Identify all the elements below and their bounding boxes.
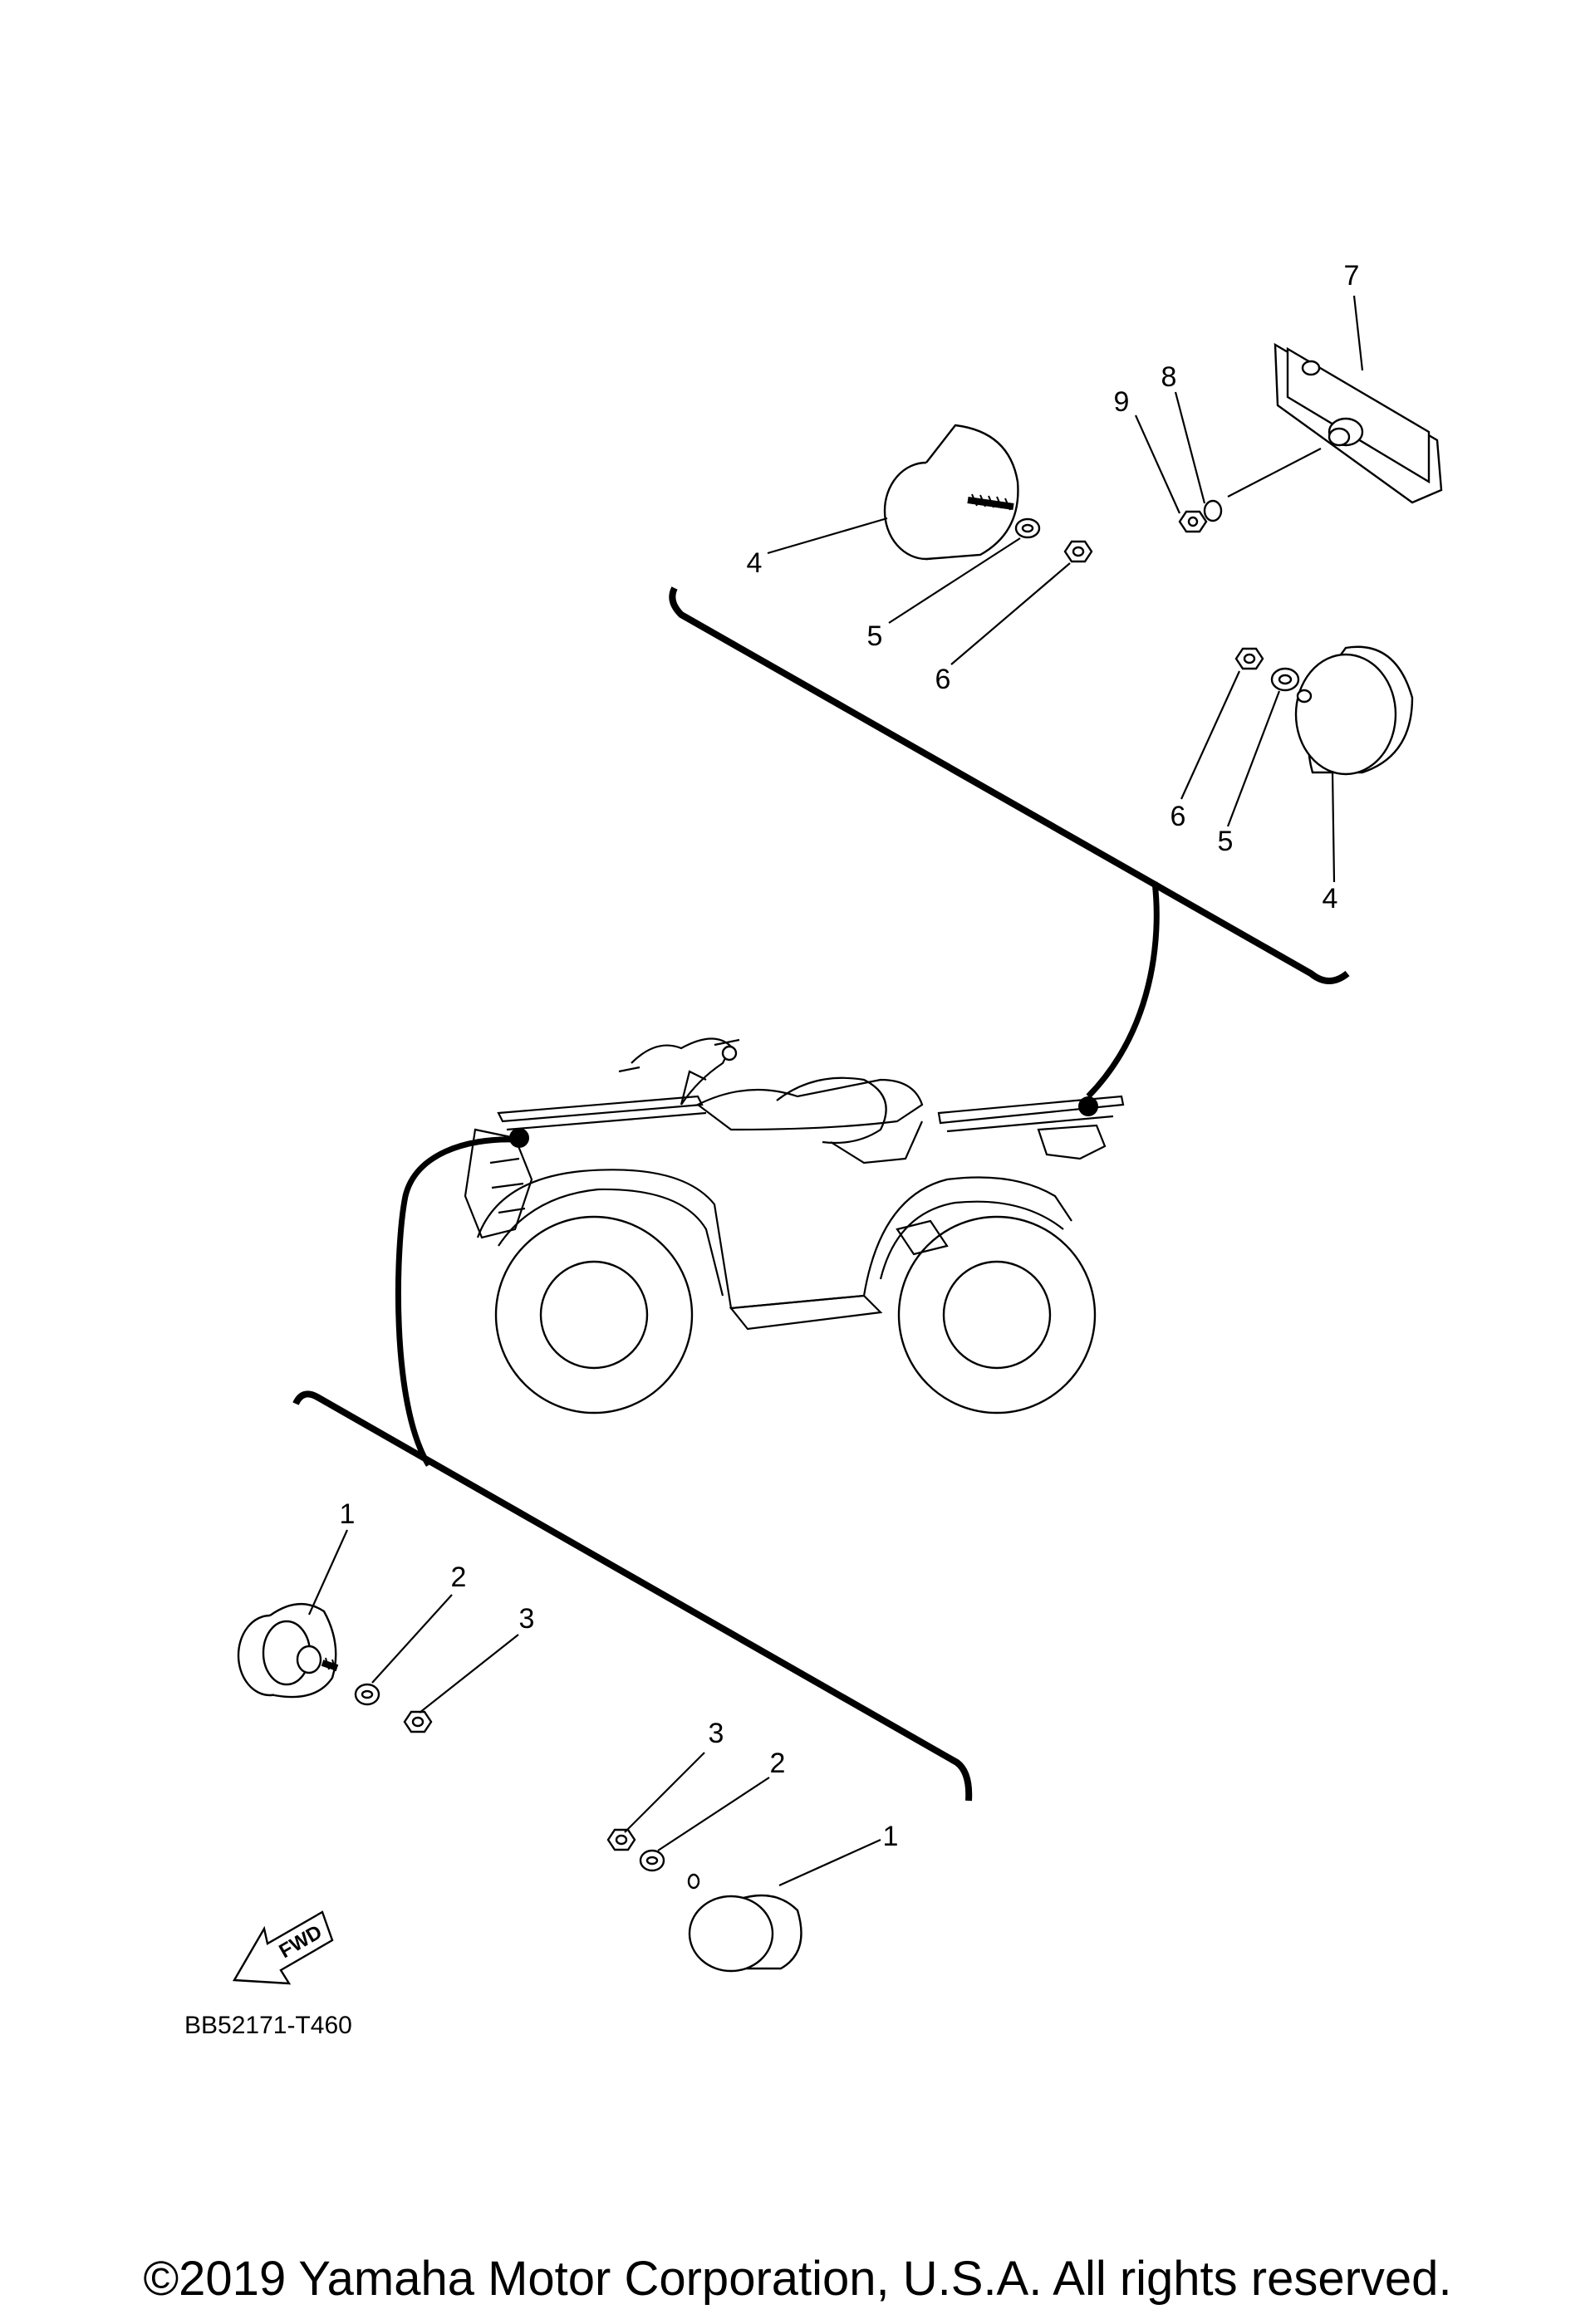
nut-lower: [1234, 647, 1264, 670]
callout-3-left: 3: [519, 1603, 535, 1635]
atv-vehicle-icon: [464, 1037, 1125, 1415]
callout-4-upper: 4: [747, 547, 763, 579]
callout-2-left: 2: [451, 1562, 467, 1593]
callout-6-lower: 6: [1170, 801, 1186, 832]
front-reflector-left: [237, 1602, 339, 1699]
callout-numbers: 7 8 9 4 5 6 6 5 4 1 2 3 3 2 1: [340, 260, 1360, 1852]
nut-front-left: [403, 1710, 433, 1733]
nut-9: [1178, 510, 1208, 533]
drawing-code: BB52171-T460: [184, 2012, 352, 2039]
rear-reflector-lower: [1294, 645, 1414, 776]
washer-upper: [1014, 517, 1041, 539]
front-bracket-line: [292, 1136, 973, 1802]
fwd-arrow-icon: FWD: [232, 1910, 334, 1985]
washer-lower: [1270, 667, 1300, 692]
plate-reflector: [1274, 342, 1443, 504]
callout-2-right: 2: [770, 1748, 786, 1779]
leader-lines: [307, 295, 1364, 1887]
rear-reflector-upper: [883, 424, 1019, 561]
washer-front-left: [354, 1683, 380, 1706]
front-reflector-right: [687, 1873, 802, 1973]
callout-4-lower: 4: [1323, 883, 1338, 914]
callout-8: 8: [1161, 361, 1177, 393]
nut-front-right: [606, 1828, 636, 1851]
callout-9: 9: [1114, 386, 1130, 418]
washer-front-right: [639, 1849, 665, 1872]
callout-1-right: 1: [883, 1821, 899, 1852]
callout-5-lower: 5: [1218, 826, 1234, 857]
callout-6-upper: 6: [935, 664, 951, 695]
copyright-notice: ©2019 Yamaha Motor Corporation, U.S.A. A…: [143, 2252, 1452, 2306]
callout-3-right: 3: [709, 1718, 724, 1749]
washer-8: [1203, 499, 1223, 522]
rear-bracket-line: [669, 586, 1350, 1099]
callout-7: 7: [1344, 260, 1360, 292]
callout-5-upper: 5: [867, 620, 883, 652]
nut-upper: [1063, 540, 1093, 563]
callout-1-left: 1: [340, 1498, 356, 1530]
